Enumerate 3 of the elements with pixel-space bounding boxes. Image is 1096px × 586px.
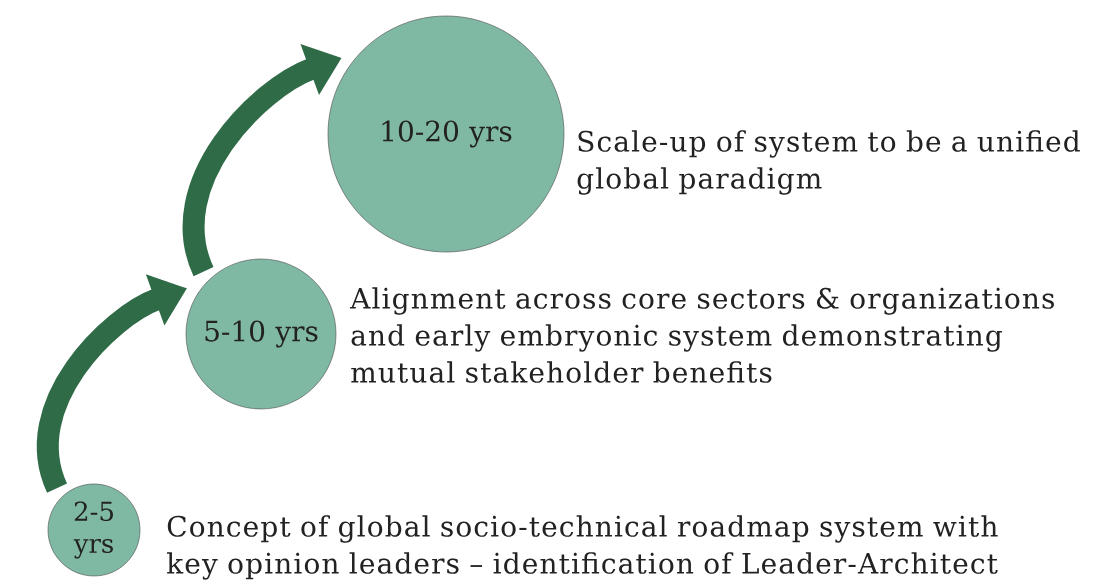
description-text: Concept of global socio-technical roadmap system with key opinion leaders – identification of Leader-Architect (167, 515, 998, 580)
description-text: Alignment across core sectors & organizations and early embryonic system demonstrating mutual stakeholder benefits (350, 287, 1054, 383)
description-text: Scale-up of system to be a unified global paradigm (577, 130, 1080, 195)
